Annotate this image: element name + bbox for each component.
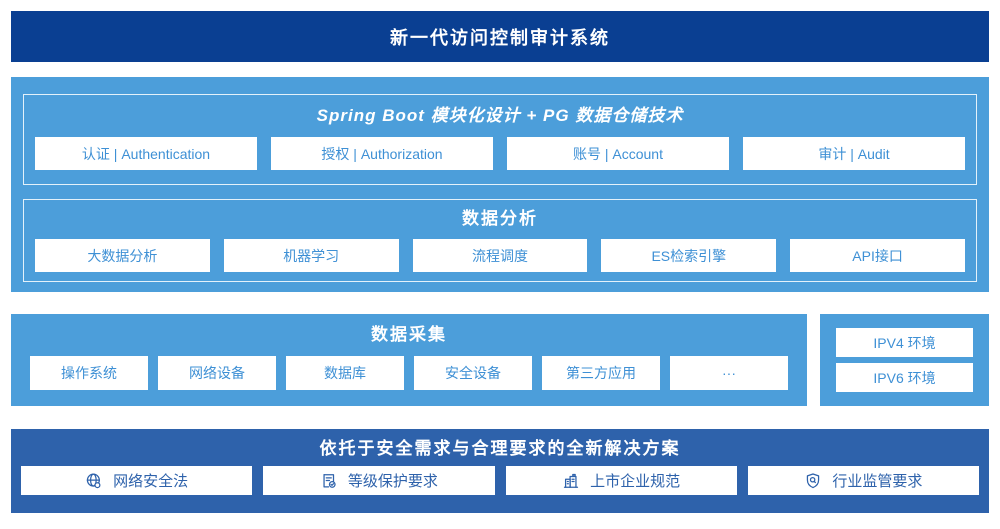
globe-icon: [85, 472, 103, 490]
network-env-button[interactable]: IPV6 环境: [836, 363, 973, 392]
springboot-module-box: Spring Boot 模块化设计 + PG 数据仓储技术 认证 | Authe…: [23, 94, 977, 185]
solution-item-label: 网络安全法: [113, 473, 189, 490]
collection-source-button[interactable]: ···: [670, 356, 788, 390]
collection-source-row: 操作系统网络设备数据库安全设备第三方应用 ···: [30, 356, 788, 390]
data-analysis-box: 数据分析 大数据分析机器学习流程调度 ES检索引擎 API接口: [23, 199, 977, 282]
listed-company-button[interactable]: 上市企业规范: [505, 466, 737, 495]
collection-source-button[interactable]: 操作系统: [30, 356, 148, 390]
data-collection-section: 数据采集 操作系统网络设备数据库安全设备第三方应用 ···: [11, 314, 807, 406]
data-collection-title: 数据采集: [371, 325, 447, 344]
graded-protection-button[interactable]: 等级保护要求: [263, 466, 495, 495]
springboot-title: Spring Boot 模块化设计 + PG 数据仓储技术: [316, 106, 684, 125]
middle-row: 数据采集 操作系统网络设备数据库安全设备第三方应用 ··· IPV4 环境 IPV6…: [11, 314, 989, 406]
industry-regulation-button[interactable]: 行业监管要求: [747, 466, 979, 495]
collection-source-button[interactable]: 数据库: [286, 356, 404, 390]
auth-module-button[interactable]: 认证 | Authentication: [35, 137, 257, 170]
auth-module-button[interactable]: 账号 | Account: [507, 137, 729, 170]
platform-section: Spring Boot 模块化设计 + PG 数据仓储技术 认证 | Authe…: [11, 77, 989, 292]
analysis-module-row: 大数据分析机器学习流程调度 ES检索引擎 API接口: [35, 239, 965, 272]
solution-item-label: 等级保护要求: [347, 473, 438, 490]
network-env-section: IPV4 环境 IPV6 环境: [820, 314, 989, 406]
auth-module-row: 认证 | Authentication 授权 | Authorization 账号 …: [35, 137, 965, 170]
collection-source-button[interactable]: 第三方应用: [542, 356, 660, 390]
solution-item-label: 上市企业规范: [590, 473, 681, 490]
solution-title: 依托于安全需求与合理要求的全新解决方案: [319, 439, 681, 458]
network-env-button[interactable]: IPV4 环境: [836, 328, 973, 357]
header-banner: 新一代访问控制审计系统: [11, 11, 989, 62]
solution-section: 依托于安全需求与合理要求的全新解决方案 网络安全法: [11, 429, 989, 513]
auth-module-button[interactable]: 审计 | Audit: [743, 137, 965, 170]
collection-source-button[interactable]: 网络设备: [158, 356, 276, 390]
analysis-module-button[interactable]: 大数据分析: [35, 239, 210, 272]
shield-search-icon: [804, 472, 822, 490]
solution-item-row: 网络安全法 等级保护要求: [21, 466, 979, 495]
cyber-security-law-button[interactable]: 网络安全法: [21, 466, 253, 495]
solution-item-label: 行业监管要求: [832, 473, 923, 490]
collection-source-button[interactable]: 安全设备: [414, 356, 532, 390]
system-title: 新一代访问控制审计系统: [390, 27, 610, 48]
analysis-module-button[interactable]: 流程调度: [412, 239, 588, 272]
analysis-module-button[interactable]: API接口: [790, 239, 965, 272]
building-icon: [562, 472, 580, 490]
analysis-module-button[interactable]: ES检索引擎: [601, 239, 777, 272]
data-analysis-title: 数据分析: [462, 209, 538, 228]
document-check-icon: [320, 472, 338, 490]
auth-module-button[interactable]: 授权 | Authorization: [271, 137, 493, 170]
analysis-module-button[interactable]: 机器学习: [223, 239, 399, 272]
